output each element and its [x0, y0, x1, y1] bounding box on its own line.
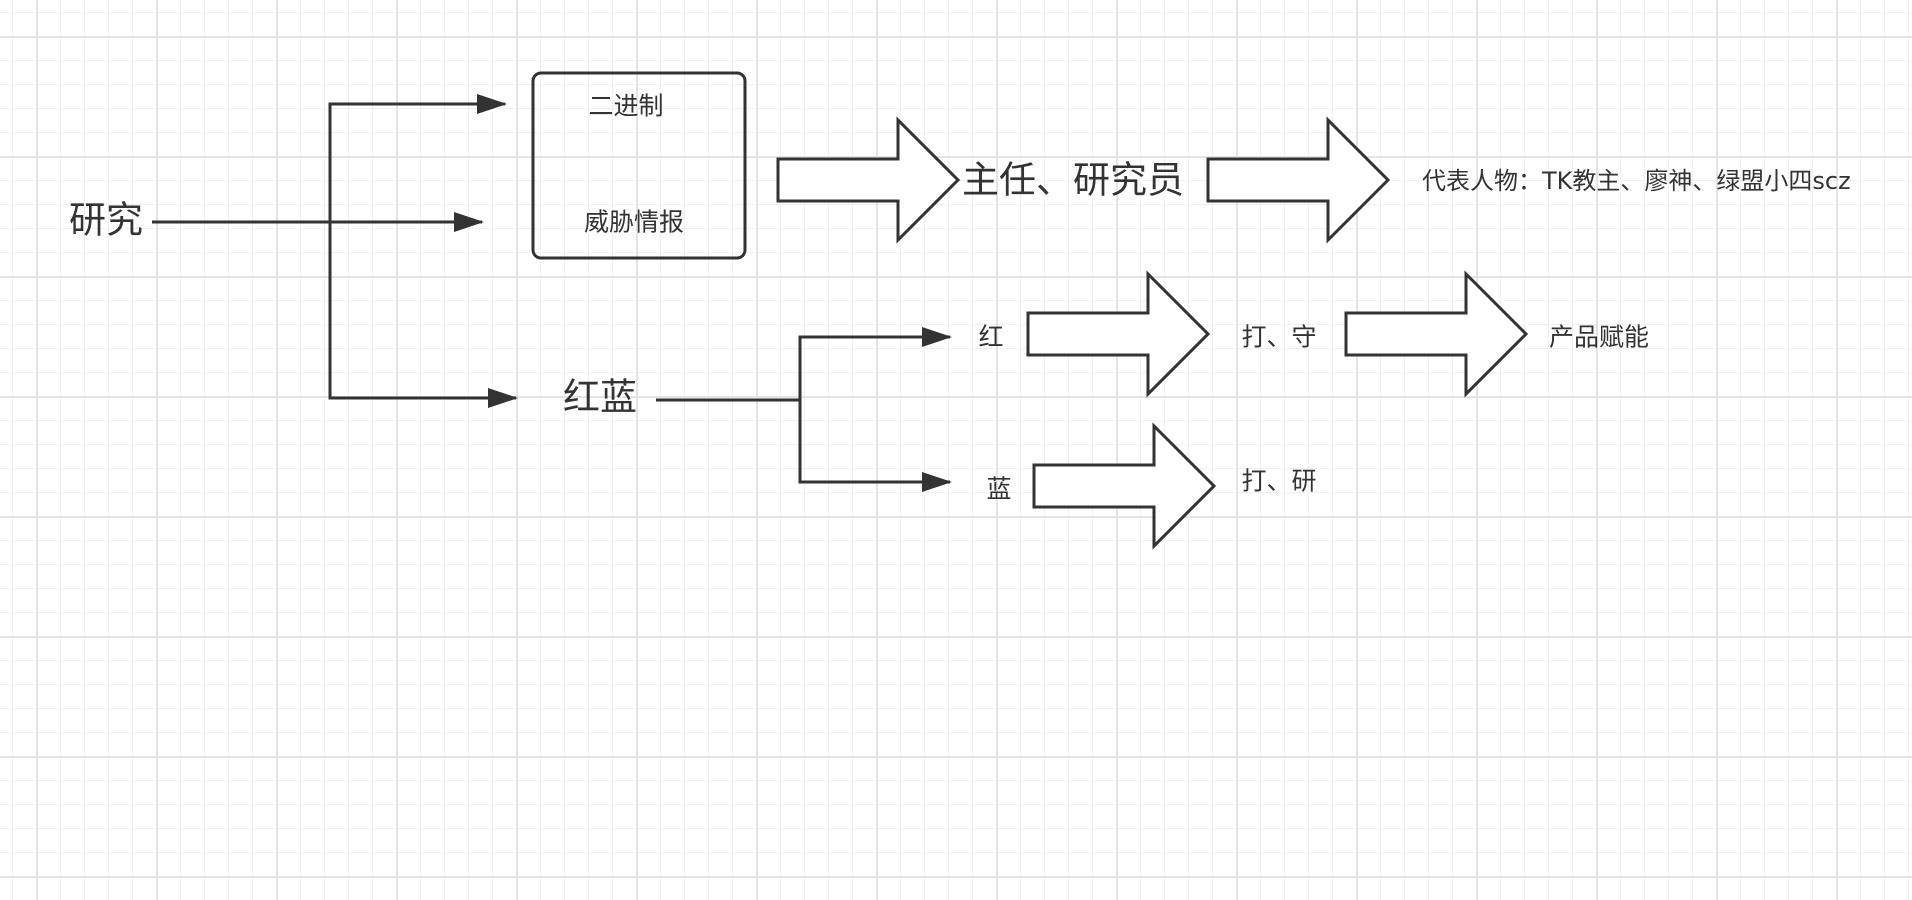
- node-product-empower: 产品赋能: [1549, 322, 1650, 352]
- node-director-researcher: 主任、研究员: [962, 158, 1184, 202]
- node-binary: 二进制: [588, 91, 664, 121]
- block-arrow-attack-defend-to-product: [1344, 270, 1529, 398]
- node-blue: 蓝: [986, 474, 1012, 504]
- node-red-blue: 红蓝: [563, 375, 637, 419]
- node-red: 红: [978, 322, 1004, 352]
- block-arrow-director-to-representatives: [1206, 116, 1391, 244]
- block-arrow-blue-to-attack-research: [1032, 422, 1217, 550]
- block-arrow-red-to-attack-defend: [1026, 270, 1211, 398]
- binary-threat-box: [531, 71, 747, 260]
- node-attack-research: 打、研: [1241, 466, 1317, 496]
- block-arrow-box-to-director: [776, 116, 961, 244]
- node-representatives: 代表人物：TK教主、廖神、绿盟小四scz: [1422, 167, 1851, 195]
- node-threat-intel: 威胁情报: [583, 207, 685, 237]
- node-attack-defend: 打、守: [1241, 322, 1317, 352]
- node-research: 研究: [69, 198, 143, 242]
